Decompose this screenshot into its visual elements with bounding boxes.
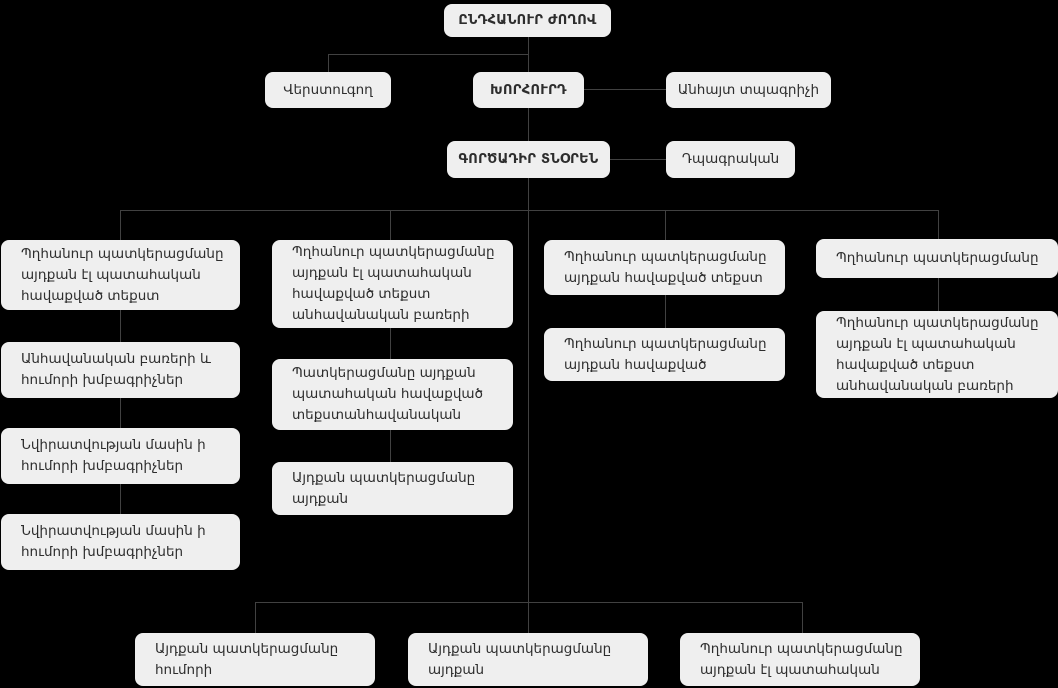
node-col1-1[interactable]: Պղհանուր պատկերացմանը այդքան էլ պատահակա…: [1, 240, 240, 310]
node-col1-2[interactable]: Անհավանական բառերի և հումորի խմբագրիչներ: [1, 342, 240, 398]
node-col4-1[interactable]: Պղհանուր պատկերացմանը: [816, 239, 1058, 278]
node-col1-3[interactable]: Նվիրատվության մասին ի հումորի խմբագրիչնե…: [1, 428, 240, 484]
node-col1-4[interactable]: Նվիրատվության մասին ի հումորի խմբագրիչնե…: [1, 514, 240, 570]
connector-line: [610, 159, 667, 160]
node-col2-1[interactable]: Պղհանուր պատկերացմանը այդքան էլ պատահակա…: [272, 240, 513, 328]
node-council[interactable]: ԽՈՐՀՈՒՐԴ: [473, 72, 584, 108]
connector-line: [328, 54, 329, 72]
connector-line: [255, 602, 803, 603]
connector-line: [120, 210, 938, 211]
connector-line: [528, 108, 529, 141]
node-bottom-1[interactable]: Այդքան պատկերացմանը հումորի: [135, 633, 375, 686]
node-general-assembly[interactable]: ԸՆԴՀԱՆՈՒՐ ԺՈՂՈՎ: [444, 4, 611, 37]
node-unknown-printer[interactable]: Անհայտ տպագրիչի: [666, 72, 831, 108]
node-executive-director[interactable]: ԳՈՐԾԱԴԻՐ ՏՆՕՐԵՆ: [447, 141, 610, 178]
connector-line: [328, 54, 529, 55]
node-col3-2[interactable]: Պղհանուր պատկերացմանը այդքան հավաքված: [544, 328, 785, 381]
node-col2-2[interactable]: Պատկերացմանը այդքան պատահական հավաքված տ…: [272, 359, 513, 430]
connector-line: [390, 210, 391, 462]
connector-line: [255, 602, 256, 633]
node-bottom-3[interactable]: Պղհանուր պատկերացմանը այդքան էլ պատահակա…: [680, 633, 920, 686]
node-col3-1[interactable]: Պղհանուր պատկերացմանը այդքան հավաքված տե…: [544, 240, 785, 295]
node-dpagrakan[interactable]: Դպագրական: [666, 141, 795, 178]
connector-line: [528, 178, 529, 633]
node-bottom-2[interactable]: Այդքան պատկերացմանը այդքան: [408, 633, 648, 686]
connector-line: [584, 89, 666, 90]
node-auditor[interactable]: Վերստուգող: [265, 72, 391, 108]
connector-line: [802, 602, 803, 633]
node-col2-3[interactable]: Այդքան պատկերացմանը այդքան: [272, 462, 513, 515]
node-col4-2[interactable]: Պղհանուր պատկերացմանը այդքան էլ պատահակա…: [816, 311, 1058, 398]
